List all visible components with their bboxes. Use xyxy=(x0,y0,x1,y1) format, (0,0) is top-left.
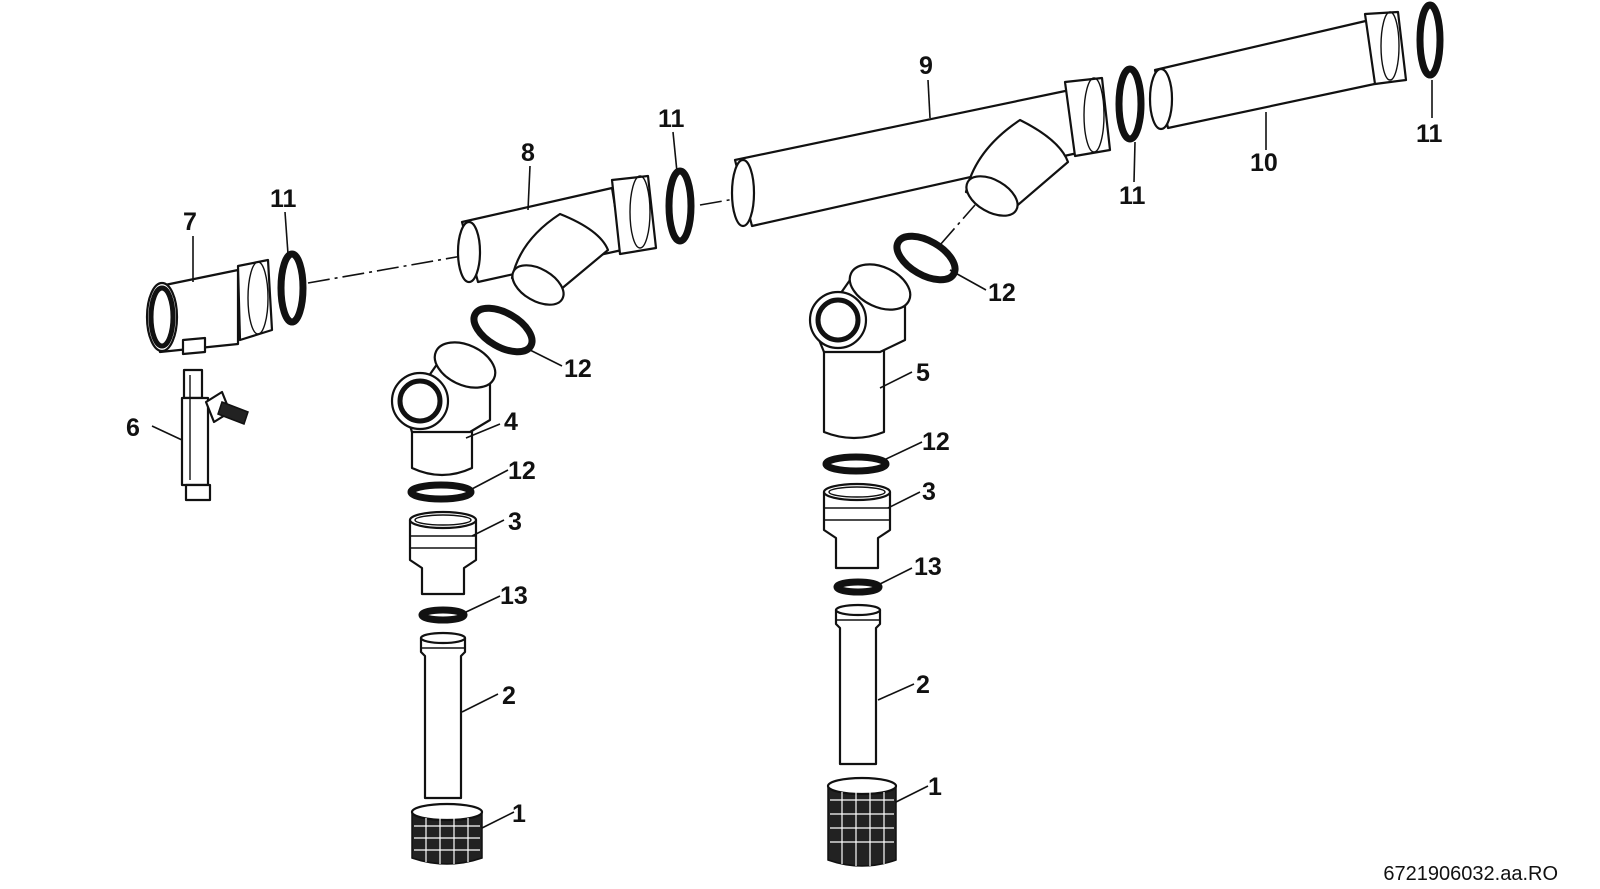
label-part-8: 8 xyxy=(521,139,535,167)
label-part-3-right: 3 xyxy=(922,478,936,506)
label-part-3-left: 3 xyxy=(508,508,522,536)
leader-lines xyxy=(151,79,1433,829)
part-9-long-y-branch-pipe xyxy=(730,76,1112,228)
label-part-13-b: 13 xyxy=(914,553,942,581)
label-part-12-d: 12 xyxy=(922,428,950,456)
label-part-2-right: 2 xyxy=(916,671,930,699)
label-part-7: 7 xyxy=(183,208,197,236)
part-10-straight-pipe xyxy=(1148,10,1408,131)
part-2-vertical-pipes xyxy=(419,603,882,800)
part-8-y-branch-pipe xyxy=(456,174,658,306)
seal-rings-11 xyxy=(277,1,1444,326)
seal-rings-13 xyxy=(418,578,883,624)
label-part-1-left: 1 xyxy=(512,800,526,828)
label-part-5: 5 xyxy=(916,359,930,387)
label-part-11-d: 11 xyxy=(1416,120,1443,148)
label-part-9: 9 xyxy=(919,52,933,80)
figure-reference: 6721906032.aa.RO xyxy=(1383,863,1558,885)
seal-rings-12-elbow xyxy=(470,232,959,356)
part-6-condensate-trap xyxy=(180,368,249,502)
label-part-12-c: 12 xyxy=(508,457,536,485)
part-3-adapters xyxy=(408,482,892,596)
label-part-1-right: 1 xyxy=(928,773,942,801)
label-part-4: 4 xyxy=(504,408,518,436)
seal-rings-12-vertical xyxy=(407,453,890,503)
label-part-12-b: 12 xyxy=(988,279,1016,307)
part-7-tee-pipe xyxy=(145,258,274,356)
label-part-2-left: 2 xyxy=(502,682,516,710)
label-part-11-a: 11 xyxy=(270,185,297,213)
part-5-elbow xyxy=(808,263,912,440)
label-part-6: 6 xyxy=(126,414,140,442)
part-labels: 1 1 2 2 3 3 4 5 6 7 8 9 10 11 11 11 11 1… xyxy=(126,52,1443,828)
label-part-10: 10 xyxy=(1250,149,1278,177)
part-1-filter-caps xyxy=(410,776,898,867)
part-4-elbow xyxy=(390,341,497,477)
label-part-13-a: 13 xyxy=(500,582,528,610)
label-part-11-b: 11 xyxy=(658,105,685,133)
label-part-12-a: 12 xyxy=(564,355,592,383)
label-part-11-c: 11 xyxy=(1119,182,1146,210)
